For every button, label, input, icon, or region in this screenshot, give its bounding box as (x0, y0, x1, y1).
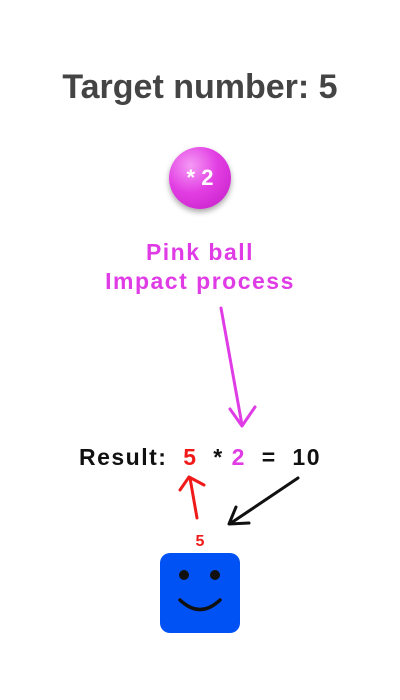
annotation-line-1: Pink ball (145, 239, 255, 265)
annotation-line-2: Impact process (105, 268, 295, 294)
player-block[interactable] (160, 553, 240, 633)
result-operator: * (213, 444, 224, 470)
result-value: 10 (292, 444, 322, 470)
red-arrow-icon (178, 475, 206, 520)
pink-arrow-icon (219, 306, 257, 428)
black-arrow-icon (227, 476, 300, 526)
pink-ball-label: * 2 (186, 165, 214, 190)
pink-ball: * 2 (169, 147, 231, 209)
smiley-face-icon (178, 570, 222, 612)
player-value: 5 (195, 533, 205, 550)
result-operand: 5 (183, 444, 198, 470)
result-equation: Result: 5 * 2 = 10 (0, 444, 400, 471)
target-number-title: Target number: 5 (62, 68, 338, 106)
result-equals: = (261, 444, 277, 470)
result-multiplier: 2 (231, 444, 246, 470)
result-label: Result: (78, 444, 168, 470)
